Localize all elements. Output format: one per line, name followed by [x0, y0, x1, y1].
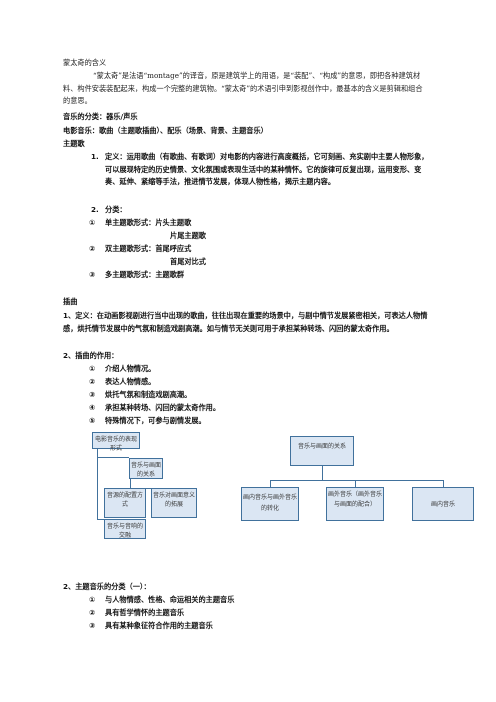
classification-label: 分类：	[105, 205, 127, 214]
connector-line	[97, 448, 98, 520]
diagram-sound-source-box: 音源的配置方式	[104, 488, 146, 518]
connector-line	[355, 480, 356, 487]
item-mark: ②	[89, 244, 96, 253]
connector-line	[97, 457, 129, 458]
section-heading: 蒙太奇的含义	[63, 58, 107, 67]
role-mark: ①	[89, 364, 96, 373]
item-mark: ①	[89, 218, 96, 227]
connector-line	[97, 519, 105, 520]
theme-item-mark: ①	[89, 595, 96, 604]
theme-item-text: 具有某种象征符合作用的主题音乐	[105, 621, 213, 630]
role-text: 介绍人物情况。	[105, 364, 156, 373]
diagram-meaning-box: 音乐对画面意义的拓展	[151, 488, 197, 518]
connector-line	[270, 480, 444, 481]
diagram-transform-box: 画内音乐与画外音乐的转化	[241, 487, 299, 521]
role-mark: ⑤	[89, 416, 96, 425]
diagram-offscreen-music-box: 画外音乐（画外音乐与画面的配合）	[326, 487, 384, 521]
film-music-line: 电影音乐：歌曲（主题歌插曲）、配乐（场景、背景、主题音乐）	[63, 126, 268, 135]
connector-line	[270, 480, 271, 487]
interlude-heading: 插曲	[63, 297, 78, 306]
diagram-right-root-box: 音乐与画面的关系	[290, 436, 354, 466]
item-text: 首尾对比式	[170, 257, 206, 266]
item-text: 双主题歌形式：首尾呼应式	[105, 244, 192, 253]
intro-paragraph: “蒙太奇”是法语“montage”的译音，原是建筑学上的用语，是“装配”、“构成…	[63, 71, 423, 105]
connector-line	[443, 480, 444, 487]
item-text: 多主题歌形式：主题歌群	[105, 270, 185, 279]
theme-music-class-title: 2、主题音乐的分类（一）：	[63, 582, 151, 591]
diagram-onscreen-music-box: 画内音乐	[412, 487, 474, 521]
role-text: 特殊情况下，可参与剧情发展。	[105, 416, 206, 425]
item-mark: ③	[89, 270, 96, 279]
music-class-title: 音乐的分类：器乐/声乐	[63, 112, 138, 121]
connector-line	[322, 466, 323, 480]
theme-item-text: 与人物情感、性格、命运相关的主题音乐	[105, 595, 235, 604]
theme-song-heading: 主题歌	[63, 139, 85, 148]
interlude-role-title: 2、插曲的作用：	[63, 351, 119, 360]
theme-item-mark: ③	[89, 621, 96, 630]
role-mark: ④	[89, 403, 96, 412]
item-text: 片尾主题歌	[170, 231, 206, 240]
diagram-root-box: 电影音乐的表现形式	[92, 432, 140, 452]
role-mark: ②	[89, 377, 96, 386]
diagram-relation-box: 音乐与画面的关系	[129, 458, 163, 479]
theme-item-mark: ②	[89, 608, 96, 617]
role-text: 表达人物情感。	[105, 377, 156, 386]
classification-number: 2.	[91, 205, 99, 214]
item-text: 单主题歌形式：片头主题歌	[105, 218, 192, 227]
diagram-sound-fusion-box: 音乐与音响的交融	[104, 519, 146, 539]
definition-text: 定义：运用歌曲（有歌曲、有歌词）对电影的内容进行高度概括，它可刻画、充实剧中主要…	[105, 152, 429, 186]
role-text: 承担某种转场、闪回的蒙太奇作用。	[105, 403, 221, 412]
connector-line	[130, 478, 131, 488]
theme-item-text: 具有哲学情怀的主题音乐	[105, 608, 185, 617]
definition-number: 1.	[91, 152, 99, 161]
role-text: 烘托气氛和制造戏剧高潮。	[105, 390, 192, 399]
interlude-definition: 1、定义：在动画影视剧进行当中出现的歌曲，往往出现在重要的场景中，与剧中情节发展…	[63, 311, 428, 333]
role-mark: ③	[89, 390, 96, 399]
